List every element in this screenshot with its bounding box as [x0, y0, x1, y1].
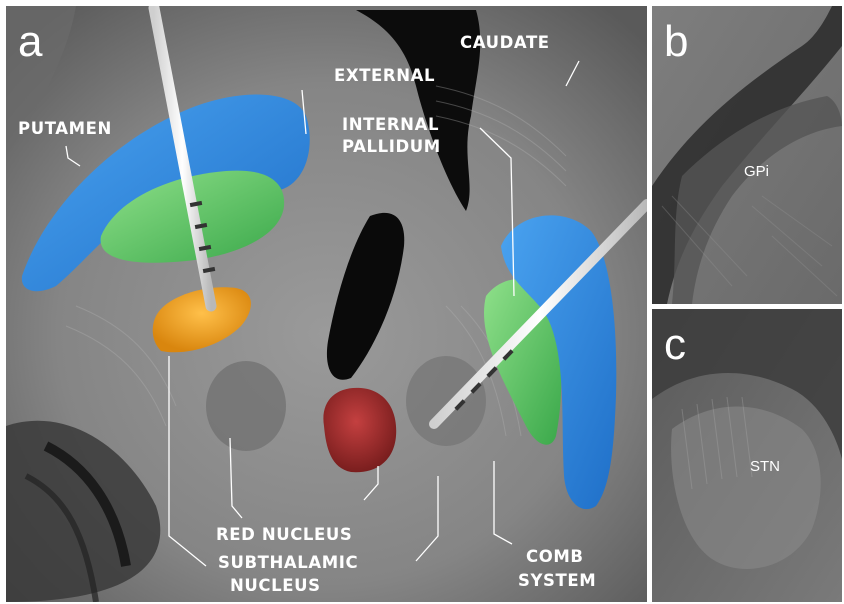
label-subthalamic: SUBTHALAMIC	[218, 553, 358, 572]
label-caudate: CAUDATE	[460, 33, 550, 52]
panel-b-letter: b	[664, 17, 688, 66]
brain-illustration: a CAUDATE EXTERNAL PUTAMEN INTERNAL PALL…	[6, 6, 647, 602]
label-stn: STN	[750, 458, 780, 475]
panel-a-brain-section: a CAUDATE EXTERNAL PUTAMEN INTERNAL PALL…	[6, 6, 647, 602]
label-nucleus: NUCLEUS	[230, 576, 321, 595]
panel-c-stn-histology: c STN	[652, 309, 842, 602]
label-comb: COMB	[526, 547, 584, 566]
gpi-histology-image: b GPi	[652, 6, 842, 304]
label-gpi: GPi	[744, 163, 769, 180]
label-red-nucleus: RED NUCLEUS	[216, 525, 352, 544]
label-putamen: PUTAMEN	[18, 119, 112, 138]
panel-c-letter: c	[664, 320, 686, 369]
label-system: SYSTEM	[518, 571, 596, 590]
label-pallidum: PALLIDUM	[342, 137, 441, 156]
red-nucleus	[323, 388, 396, 472]
stn-histology-image: c STN	[652, 309, 842, 602]
panel-a-letter: a	[18, 17, 43, 66]
panel-b-gpi-histology: b GPi	[652, 6, 842, 304]
label-external: EXTERNAL	[334, 66, 435, 85]
label-internal: INTERNAL	[342, 115, 439, 134]
